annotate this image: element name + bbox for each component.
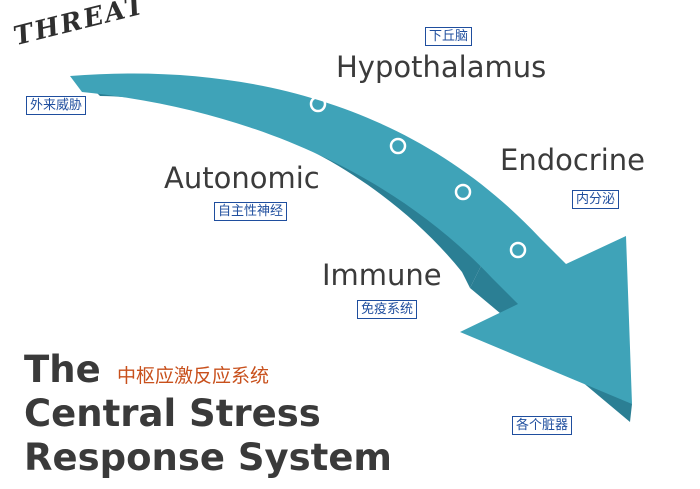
immune-label: Immune [322,258,442,292]
diagram-subtitle-cn: 中枢应激反应系统 [117,365,270,387]
autonomic-label: Autonomic [164,161,320,195]
hypothalamus-cn-label: 下丘脑 [425,27,473,46]
hypothalamus-label: Hypothalamus [336,50,547,84]
endocrine-label: Endocrine [500,143,645,177]
arrow-nodes [309,95,527,259]
title-line-1: The [24,348,101,391]
node-hypothalamus [309,95,327,113]
node-immune [509,241,527,259]
endocrine-cn-label: 内分泌 [572,190,620,209]
organs-cn-label: 各个脏器 [512,416,573,435]
title-line-2: Central Stress [24,392,321,435]
node-autonomic [389,137,407,155]
node-endocrine [454,183,472,201]
autonomic-cn-label: 自主性神经 [214,202,288,221]
arrow-top-face [70,73,632,405]
diagram-title: The Central Stress Response System [24,348,392,480]
immune-cn-label: 免疫系统 [357,300,418,319]
title-line-3: Response System [24,436,392,479]
threat-cn-label: 外来威胁 [26,96,87,115]
